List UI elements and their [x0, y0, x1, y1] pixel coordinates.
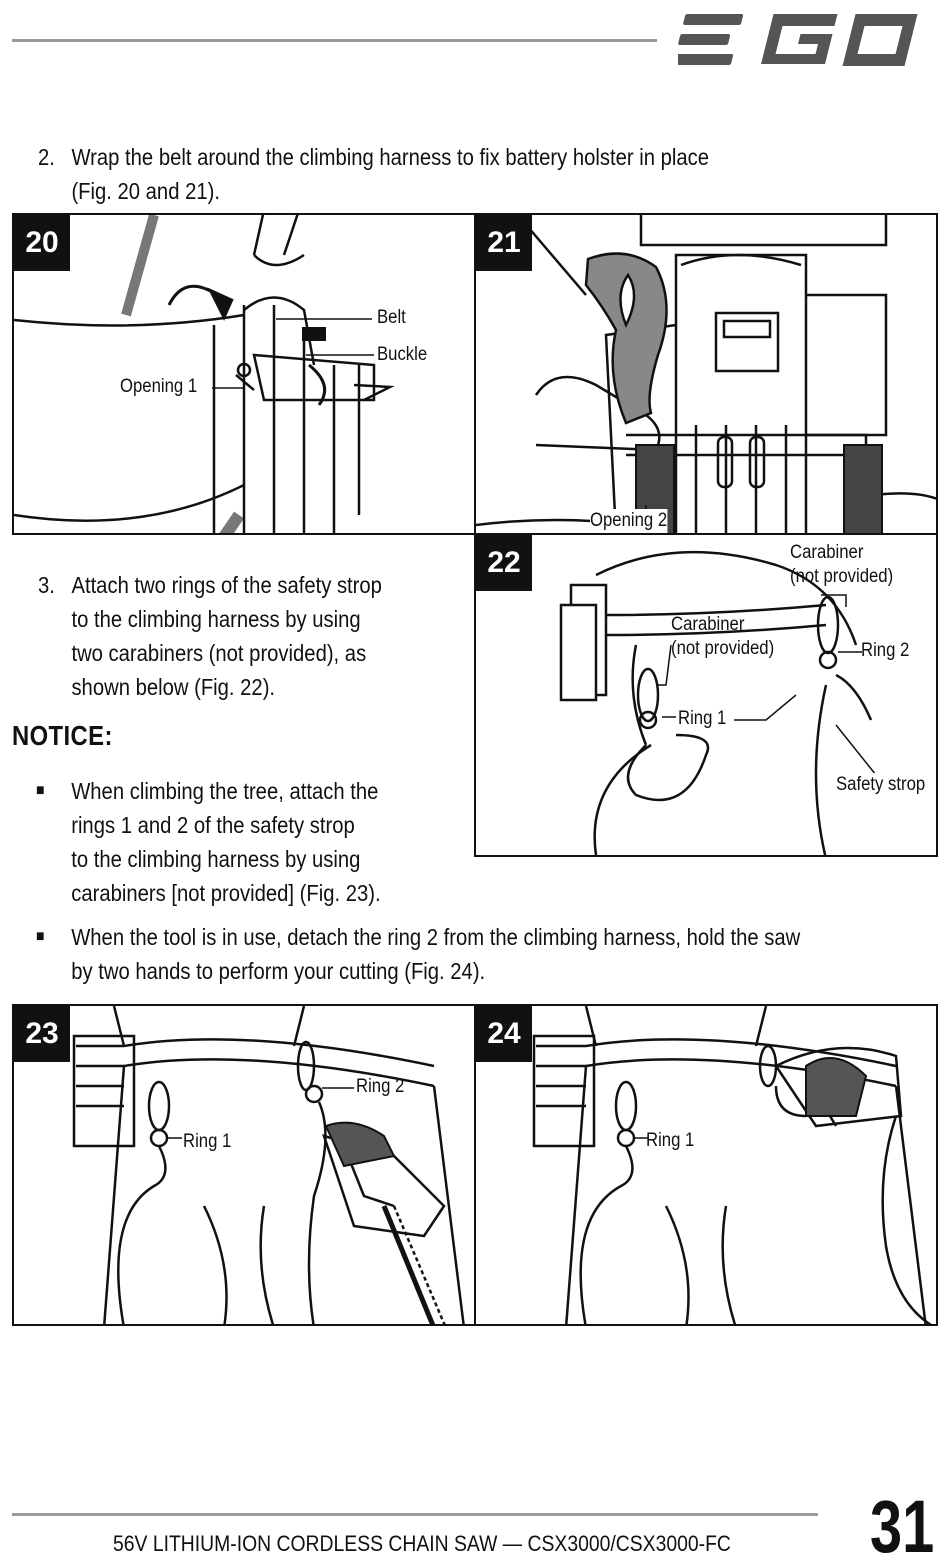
carabiner-top-line-1: Carabiner — [790, 542, 864, 563]
header-rule — [12, 39, 657, 42]
bullet-line: When climbing the tree, attach the — [71, 778, 379, 804]
buckle-label: Buckle — [377, 344, 428, 365]
figure-22-illustration — [559, 550, 877, 855]
figure-22: 22 Carabiner (not provi — [474, 533, 938, 857]
figure-number: 22 — [476, 535, 532, 591]
ring-2-label: Ring 2 — [356, 1076, 405, 1097]
notice-heading: NOTICE: — [12, 720, 113, 751]
figure-number: 21 — [476, 215, 532, 271]
carabiner-mid-line-1: Carabiner — [671, 614, 745, 635]
opening-1-label: Opening 1 — [120, 376, 198, 397]
ring-1-label: Ring 1 — [678, 708, 727, 729]
carabiner-top-line-2: (not provided) — [790, 566, 894, 587]
bullet-line: to the climbing harness by using — [71, 846, 361, 872]
carabiner-mid-line-2: (not provided) — [671, 638, 775, 659]
bullet-line: rings 1 and 2 of the safety strop — [71, 812, 355, 838]
bullet-square-icon: ■ — [36, 782, 45, 799]
step-text: Wrap the belt around the climbing harnes… — [71, 140, 709, 208]
figure-21-illustration — [476, 215, 936, 533]
step-line: Wrap the belt around the climbing harnes… — [71, 144, 709, 170]
figure-number: 20 — [14, 215, 70, 271]
step-line: to the climbing harness by using — [71, 606, 361, 632]
figure-24: 24 Ring 1 — [474, 1004, 938, 1326]
figure-23: 23 Ring 2 Ring 1 — [12, 1004, 476, 1326]
figure-20-illustration — [14, 215, 395, 533]
carabiner-mid-label: Carabiner (not provided) — [671, 613, 774, 661]
bullet-square-icon: ■ — [36, 928, 45, 945]
step-line: shown below (Fig. 22). — [71, 674, 276, 700]
footer-rule — [12, 1513, 818, 1516]
bullet-line: carabiners [not provided] (Fig. 23). — [71, 880, 381, 906]
figure-24-illustration — [532, 1006, 932, 1324]
step-number: 3. — [38, 572, 55, 598]
step-line: two carabiners (not provided), as — [71, 640, 367, 666]
ego-logo — [673, 12, 936, 70]
ring-2-label: Ring 2 — [861, 640, 910, 661]
bullet-text: When climbing the tree, attach the rings… — [71, 774, 380, 910]
bullet-line: by two hands to perform your cutting (Fi… — [71, 958, 486, 984]
bullet-text: When the tool is in use, detach the ring… — [71, 920, 800, 988]
figure-number: 23 — [14, 1006, 70, 1062]
figure-20: 20 Belt Buckle Opening 1 — [12, 213, 476, 535]
belt-label: Belt — [377, 307, 406, 328]
step-number: 2. — [38, 144, 55, 170]
footer-title: 56V LITHIUM-ION CORDLESS CHAIN SAW — CSX… — [113, 1531, 731, 1556]
page-number: 31 — [870, 1485, 935, 1568]
bullet-line: When the tool is in use, detach the ring… — [71, 924, 801, 950]
step-line: (Fig. 20 and 21). — [71, 178, 220, 204]
ring-1-label: Ring 1 — [646, 1130, 695, 1151]
step-text: Attach two rings of the safety strop to … — [71, 568, 382, 704]
carabiner-top-label: Carabiner (not provided) — [790, 541, 893, 589]
figure-number: 24 — [476, 1006, 532, 1062]
opening-2-label: Opening 2 — [590, 509, 668, 533]
figure-21: 21 Opening 2 — [474, 213, 938, 535]
safety-strop-label: Safety strop — [836, 773, 926, 797]
figure-23-illustration — [72, 1006, 465, 1324]
ring-1-label: Ring 1 — [183, 1131, 232, 1152]
step-line: Attach two rings of the safety strop — [71, 572, 382, 598]
